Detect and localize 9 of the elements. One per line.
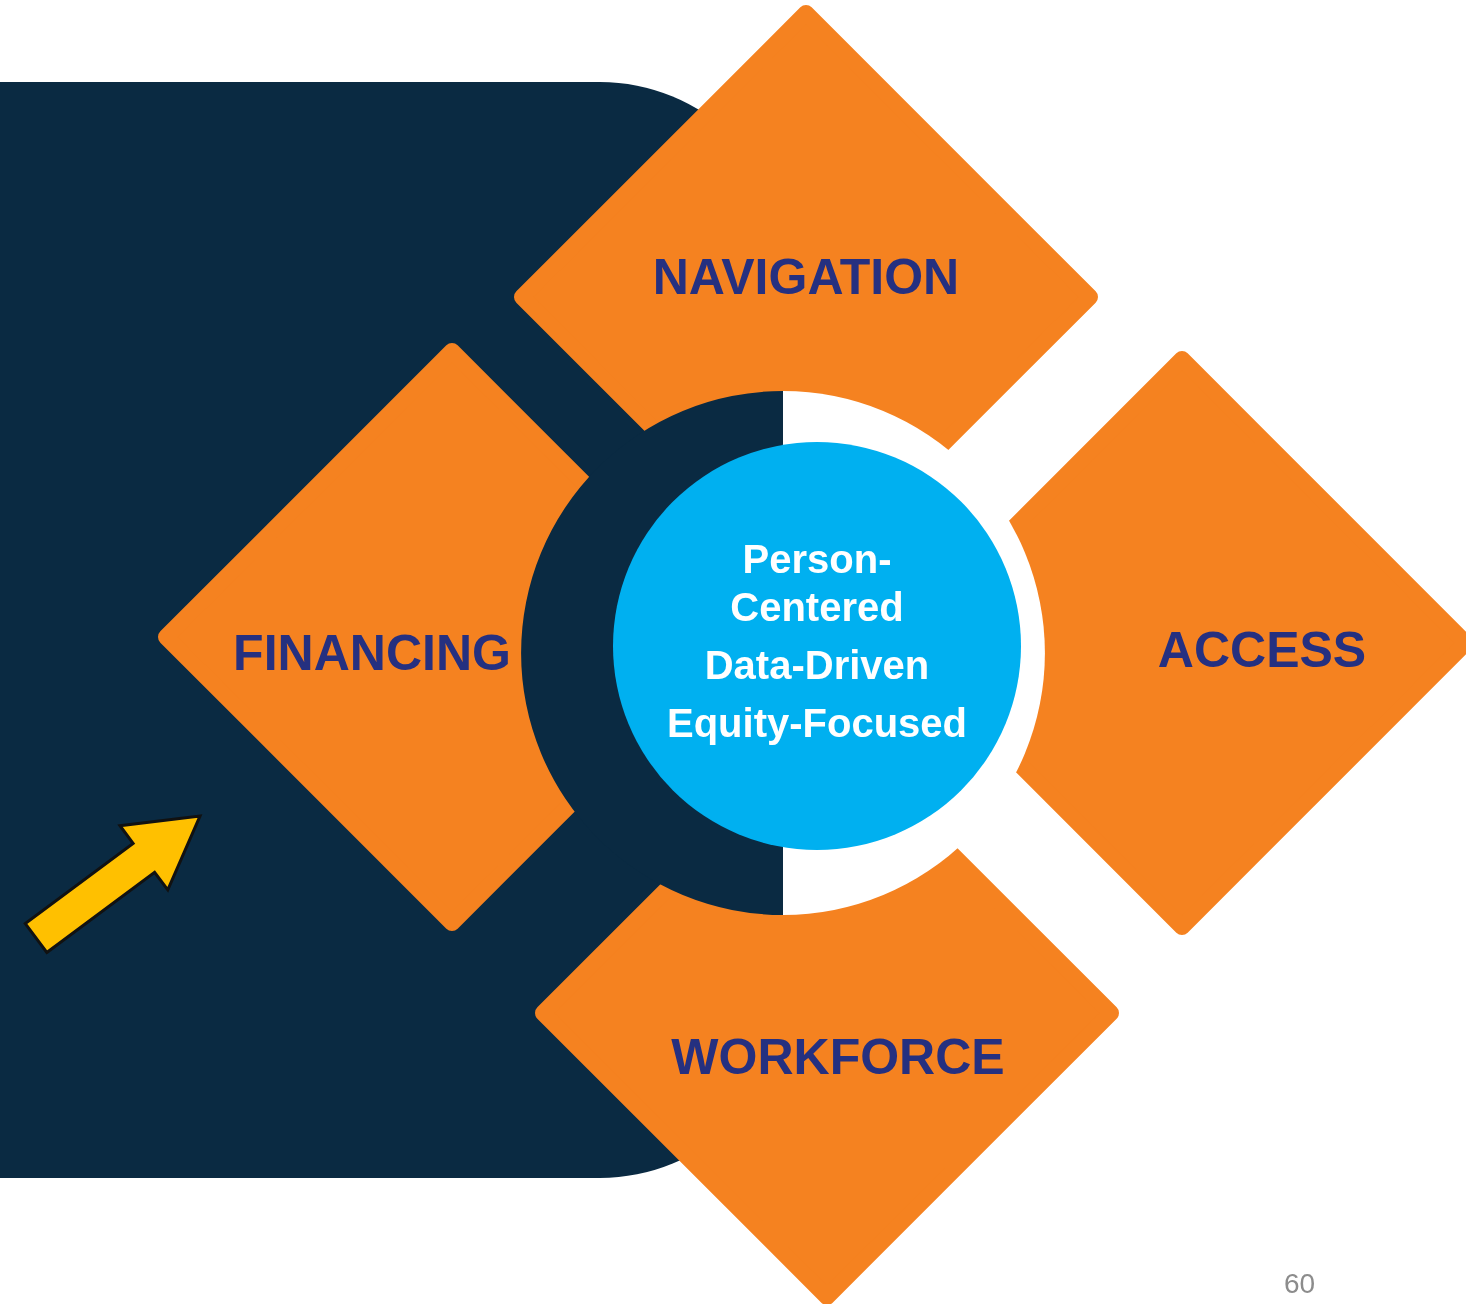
diamond-label: WORKFORCE [671, 1028, 1005, 1086]
diamond-label: ACCESS [1157, 621, 1367, 679]
circle-label: Equity-Focused [666, 700, 968, 747]
diamond-label: NAVIGATION [652, 248, 960, 306]
circle-label: Data-Driven [703, 642, 931, 689]
page-number: 60 [1284, 1268, 1316, 1300]
circle-label: Person-Centered [729, 536, 905, 631]
block-arrow [23, 814, 203, 955]
diamond-label: FINANCING [233, 624, 511, 682]
